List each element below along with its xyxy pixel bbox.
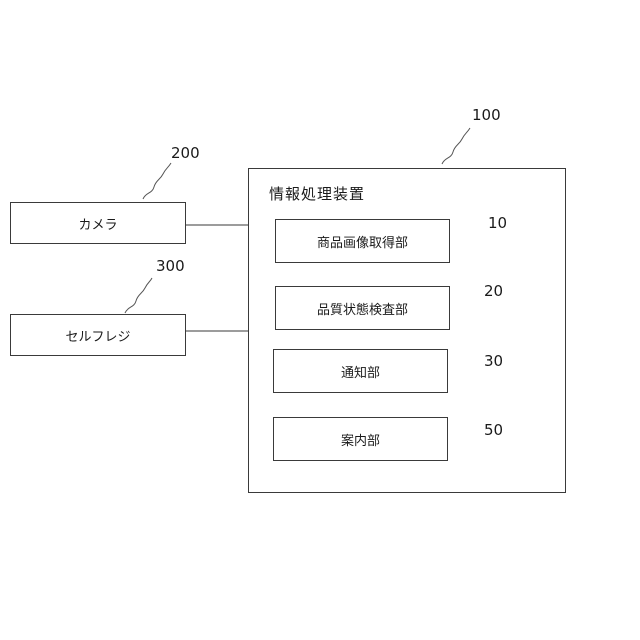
leader-300 — [125, 278, 152, 313]
camera-label: カメラ — [78, 214, 117, 233]
unit-box-quality-inspection: 品質状態検査部 — [275, 286, 450, 330]
leader-200 — [143, 163, 171, 199]
self-register-ref: 300 — [156, 257, 185, 275]
camera-ref: 200 — [171, 144, 200, 162]
self-register-label: セルフレジ — [65, 326, 130, 345]
unit-label: 通知部 — [341, 362, 380, 381]
unit-ref-50: 50 — [484, 421, 503, 439]
unit-ref-30: 30 — [484, 352, 503, 370]
unit-ref-20: 20 — [484, 282, 503, 300]
unit-box-image-acquisition: 商品画像取得部 — [275, 219, 450, 263]
unit-ref-10: 10 — [488, 214, 507, 232]
unit-box-guidance: 案内部 — [273, 417, 448, 461]
unit-box-notification: 通知部 — [273, 349, 448, 393]
unit-label: 商品画像取得部 — [317, 232, 408, 251]
unit-label: 品質状態検査部 — [317, 299, 408, 318]
unit-label: 案内部 — [341, 430, 380, 449]
device-title: 情報処理装置 — [269, 183, 365, 204]
device-ref: 100 — [472, 106, 501, 124]
camera-box: カメラ — [10, 202, 186, 244]
self-register-box: セルフレジ — [10, 314, 186, 356]
leader-100 — [442, 128, 470, 164]
